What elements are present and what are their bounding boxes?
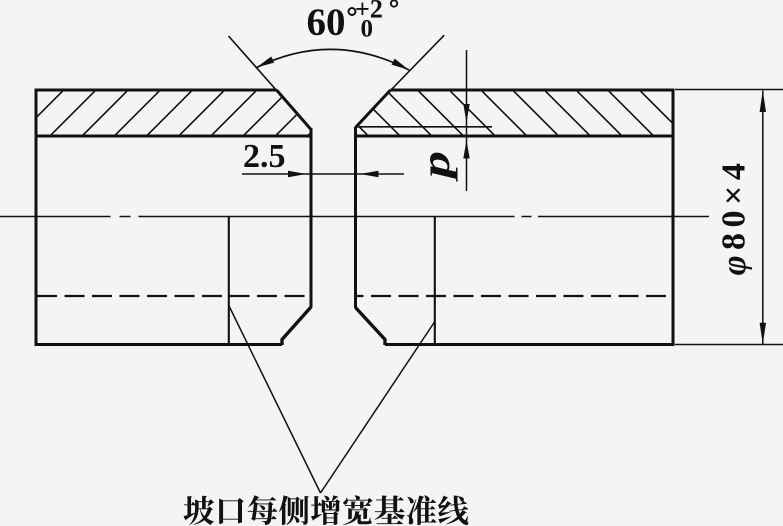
svg-text:2.5: 2.5 xyxy=(243,138,286,175)
svg-text:60: 60 xyxy=(307,1,346,44)
svg-text:+2: +2 xyxy=(355,0,383,24)
svg-text:φ80×4: φ80×4 xyxy=(716,158,753,276)
svg-text:p: p xyxy=(414,151,458,183)
svg-text:0: 0 xyxy=(361,16,374,43)
